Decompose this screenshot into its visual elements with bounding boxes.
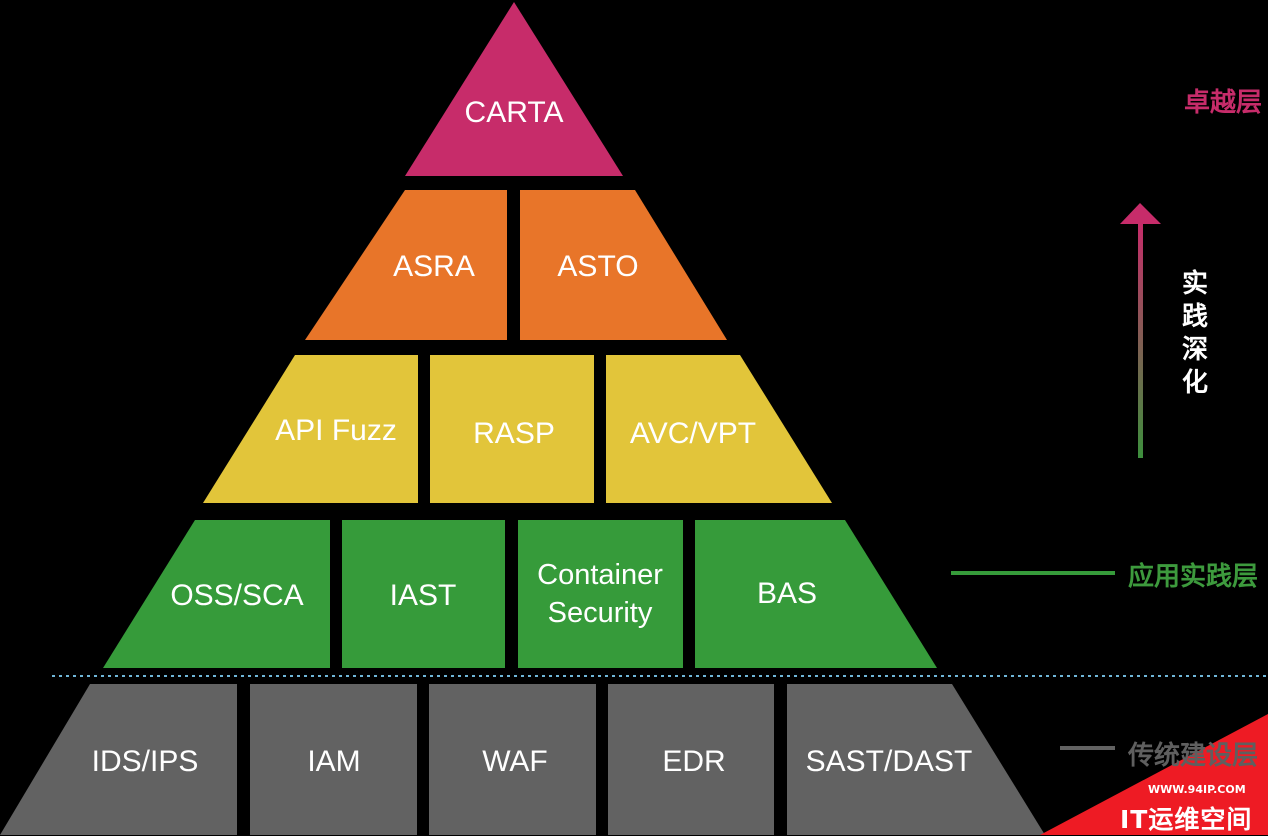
application-practice-layer-label: 应用实践层 bbox=[1128, 562, 1259, 592]
asto-block bbox=[520, 190, 727, 340]
ids-ips-label: IDS/IPS bbox=[92, 745, 199, 778]
security-label: Security bbox=[548, 597, 653, 629]
deepening-arrow-head bbox=[1120, 203, 1161, 224]
asra-block bbox=[305, 190, 507, 340]
bas-block bbox=[695, 520, 937, 668]
edr-label: EDR bbox=[662, 745, 725, 778]
carta-label: CARTA bbox=[465, 96, 564, 129]
ids-ips-block bbox=[0, 684, 237, 835]
iam-block bbox=[250, 684, 417, 835]
traditional-layer-label: 传统建设层 bbox=[1128, 741, 1259, 771]
api-fuzz-label: API Fuzz bbox=[275, 414, 397, 447]
avc-vpt-label: AVC/VPT bbox=[630, 417, 756, 450]
rasp-label: RASP bbox=[473, 417, 555, 450]
oss-sca-block bbox=[103, 520, 330, 668]
carta-block bbox=[405, 2, 623, 176]
rasp-block bbox=[430, 355, 594, 503]
sast-dast-block bbox=[787, 684, 1045, 835]
asra-label: ASRA bbox=[393, 250, 475, 283]
iast-label: IAST bbox=[390, 579, 457, 612]
watermark-url: WWW.94IP.COM bbox=[1148, 783, 1246, 796]
excellence-layer-label: 卓越层 bbox=[1184, 88, 1263, 118]
watermark-banner bbox=[1040, 714, 1268, 835]
container-label: Container bbox=[537, 559, 663, 591]
edr-block bbox=[608, 684, 774, 835]
bas-label: BAS bbox=[757, 577, 817, 610]
deepening-arrow-shaft bbox=[1138, 222, 1143, 458]
container-security-block bbox=[518, 520, 683, 668]
iam-label: IAM bbox=[307, 745, 360, 778]
oss-sca-label: OSS/SCA bbox=[170, 579, 303, 612]
watermark-name: IT运维空间 bbox=[1120, 805, 1253, 834]
asto-label: ASTO bbox=[557, 250, 638, 283]
waf-block bbox=[429, 684, 596, 835]
iast-block bbox=[342, 520, 505, 668]
sast-dast-label: SAST/DAST bbox=[806, 745, 973, 778]
avc-vpt-block bbox=[606, 355, 832, 503]
waf-label: WAF bbox=[482, 745, 548, 778]
practice-deepening-label: 实践深化 bbox=[1181, 269, 1208, 398]
api-fuzz-block bbox=[203, 355, 418, 503]
